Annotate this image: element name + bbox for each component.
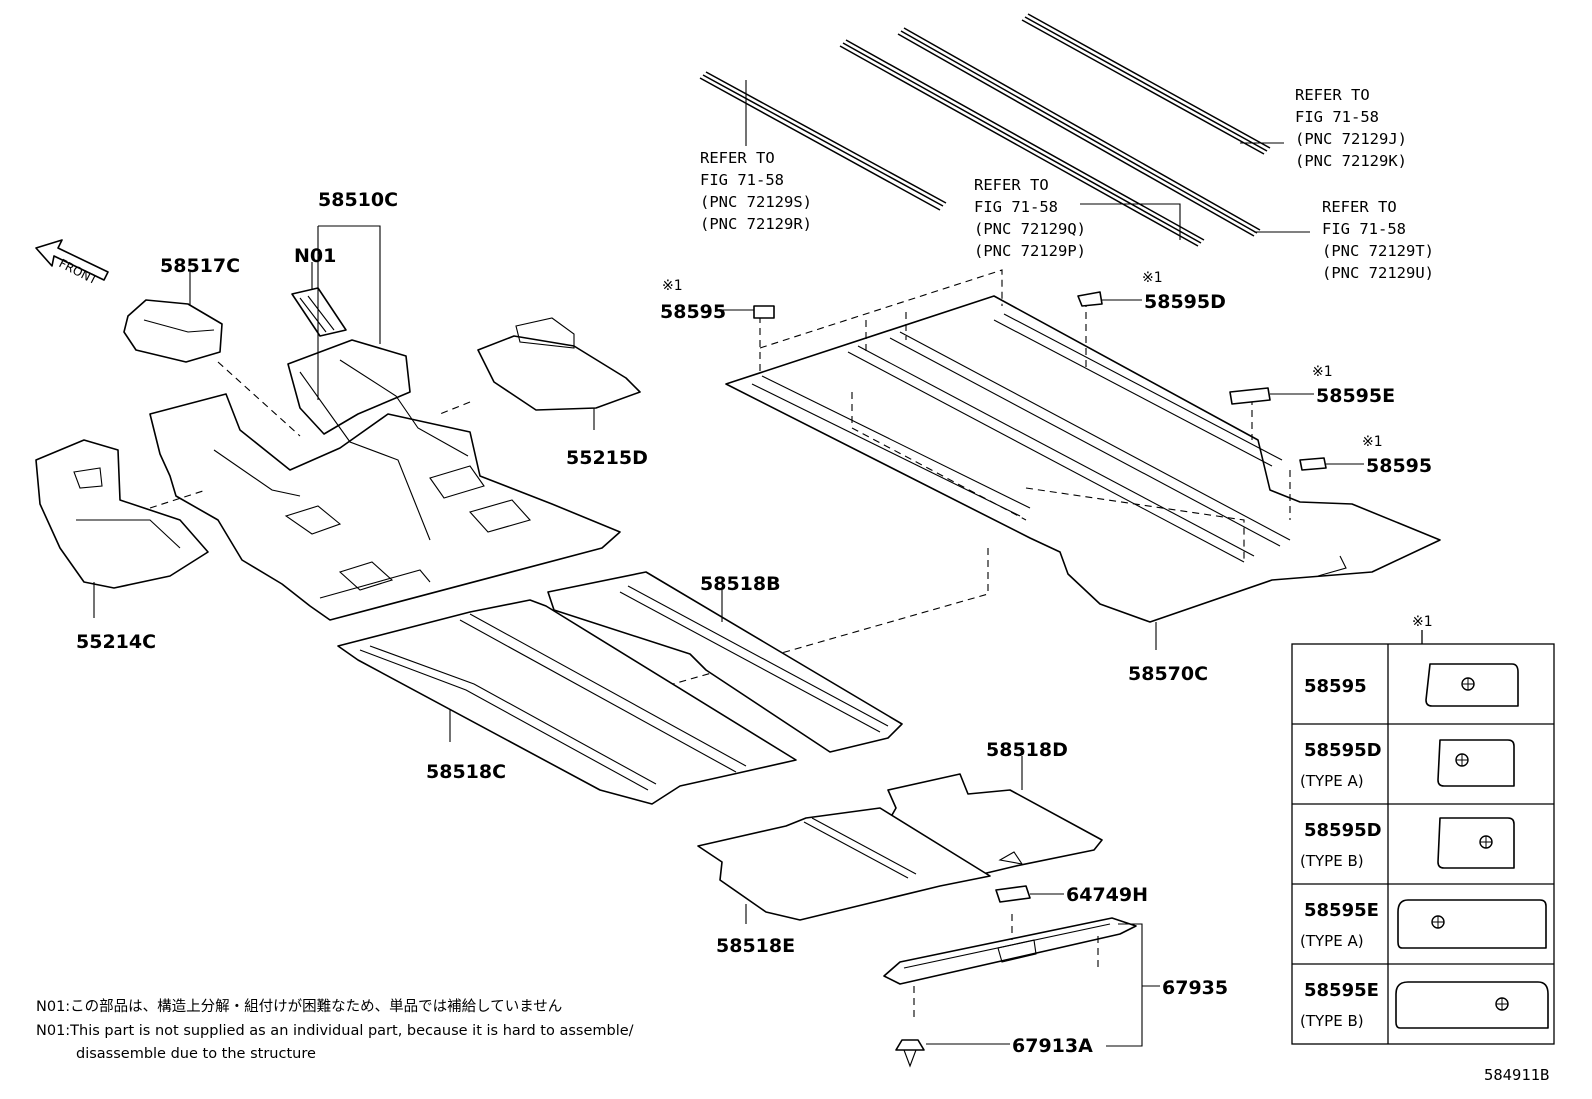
label-n01: N01	[294, 245, 336, 267]
insulator-55215d	[477, 317, 641, 411]
pad-58595d	[1077, 291, 1103, 307]
fastener-icon	[1455, 753, 1469, 767]
svg-text:FIG 71-58: FIG 71-58	[974, 198, 1058, 216]
table-row-5-type: (TYPE B)	[1300, 1012, 1364, 1030]
marker-4: ※1	[1362, 434, 1383, 450]
pad-58595-b	[1299, 457, 1327, 471]
fastener-icon	[1479, 835, 1493, 849]
table-row-5-part: 58595E	[1304, 980, 1379, 1001]
svg-text:(PNC 72129J): (PNC 72129J)	[1295, 130, 1407, 148]
floor-rail-1	[699, 71, 947, 211]
svg-text:(PNC 72129U): (PNC 72129U)	[1322, 264, 1434, 282]
svg-text:FIG 71-58: FIG 71-58	[1322, 220, 1406, 238]
svg-text:(PNC 72129S): (PNC 72129S)	[700, 193, 812, 211]
pad-58595-a	[753, 305, 775, 319]
label-58518e: 58518E	[716, 935, 795, 957]
pad-shape-58595e-type-b	[1395, 981, 1549, 1029]
label-58517c: 58517C	[160, 255, 240, 277]
label-55214c: 55214C	[76, 631, 156, 653]
note-english-line1: N01:This part is not supplied as an indi…	[36, 1023, 634, 1039]
note-japanese: N01:この部品は、構造上分解・組付けが困難なため、単品では補給していません	[36, 998, 562, 1015]
svg-text:FIG 71-58: FIG 71-58	[1295, 108, 1379, 126]
label-58595e: 58595E	[1316, 385, 1395, 407]
pad-shape-58595d-type-b	[1437, 817, 1515, 869]
label-58595d: 58595D	[1144, 291, 1226, 313]
svg-text:REFER TO: REFER TO	[1295, 86, 1370, 104]
svg-text:REFER TO: REFER TO	[1322, 198, 1397, 216]
label-58570c: 58570C	[1128, 663, 1208, 685]
figure-id: 584911B	[1484, 1066, 1549, 1084]
floor-rail-4	[1021, 13, 1271, 155]
pad-shape-58595d-type-a	[1437, 739, 1515, 787]
note-english-line2: disassemble due to the structure	[76, 1046, 316, 1062]
label-58595-a: 58595	[660, 301, 726, 323]
svg-text:(PNC 72129T): (PNC 72129T)	[1322, 242, 1434, 260]
label-58518c: 58518C	[426, 761, 506, 783]
reference-note-1: REFER TO FIG 71-58 (PNC 72129S) (PNC 721…	[700, 149, 812, 233]
table-row-4-type: (TYPE A)	[1300, 932, 1364, 950]
clip-67913a	[895, 1039, 925, 1068]
floor-rail-2	[839, 39, 1205, 247]
floor-rail-3	[897, 27, 1261, 237]
label-67913a: 67913A	[1012, 1035, 1093, 1057]
rear-floor-carpet-58570c	[725, 295, 1441, 623]
table-row-4-part: 58595E	[1304, 900, 1379, 921]
fastener-icon	[1461, 677, 1475, 691]
reference-note-4: REFER TO FIG 71-58 (PNC 72129T) (PNC 721…	[1322, 198, 1434, 282]
floor-carpet-58518b	[547, 571, 903, 753]
reference-note-2: REFER TO FIG 71-58 (PNC 72129Q) (PNC 721…	[974, 176, 1086, 260]
label-64749h: 64749H	[1066, 884, 1148, 906]
floor-carpet-58518e	[697, 807, 991, 921]
table-row-1-part: 58595	[1304, 676, 1367, 697]
reference-note-3: REFER TO FIG 71-58 (PNC 72129J) (PNC 721…	[1295, 86, 1407, 170]
front-direction-arrow: FRONT	[35, 239, 109, 288]
label-58595-b: 58595	[1366, 455, 1432, 477]
pad-shape-58595e-type-a	[1397, 899, 1547, 949]
svg-text:REFER TO: REFER TO	[700, 149, 775, 167]
label-67935: 67935	[1162, 977, 1228, 999]
svg-text:(PNC 72129K): (PNC 72129K)	[1295, 152, 1407, 170]
accelerator-pad-n01	[291, 287, 347, 337]
svg-text:(PNC 72129R): (PNC 72129R)	[700, 215, 812, 233]
pad-58595e	[1229, 387, 1271, 405]
table-row-3-type: (TYPE B)	[1300, 852, 1364, 870]
marker-1: ※1	[662, 278, 683, 294]
label-55215d: 55215D	[566, 447, 648, 469]
label-58518b: 58518B	[700, 573, 781, 595]
table-row-2-type: (TYPE A)	[1300, 772, 1364, 790]
marker-3: ※1	[1312, 364, 1333, 380]
insulator-55214c	[35, 439, 209, 589]
clip-64749h	[995, 885, 1031, 903]
label-58510c: 58510C	[318, 189, 398, 211]
fastener-icon	[1431, 915, 1445, 929]
insulator-58517c	[123, 299, 223, 363]
table-marker: ※1	[1412, 614, 1433, 630]
fastener-icon	[1495, 997, 1509, 1011]
label-58518d: 58518D	[986, 739, 1068, 761]
marker-2: ※1	[1142, 270, 1163, 286]
svg-text:FIG 71-58: FIG 71-58	[700, 171, 784, 189]
svg-text:(PNC 72129Q): (PNC 72129Q)	[974, 220, 1086, 238]
table-row-3-part: 58595D	[1304, 820, 1382, 841]
table-row-2-part: 58595D	[1304, 740, 1382, 761]
svg-text:(PNC 72129P): (PNC 72129P)	[974, 242, 1086, 260]
floor-carpet-58518c	[337, 599, 797, 805]
svg-text:REFER TO: REFER TO	[974, 176, 1049, 194]
pad-type-table: ※1 58595 58595D (TYPE A) 58595D (TYPE B)…	[1291, 614, 1555, 1045]
scuff-plate-67935	[883, 917, 1137, 985]
